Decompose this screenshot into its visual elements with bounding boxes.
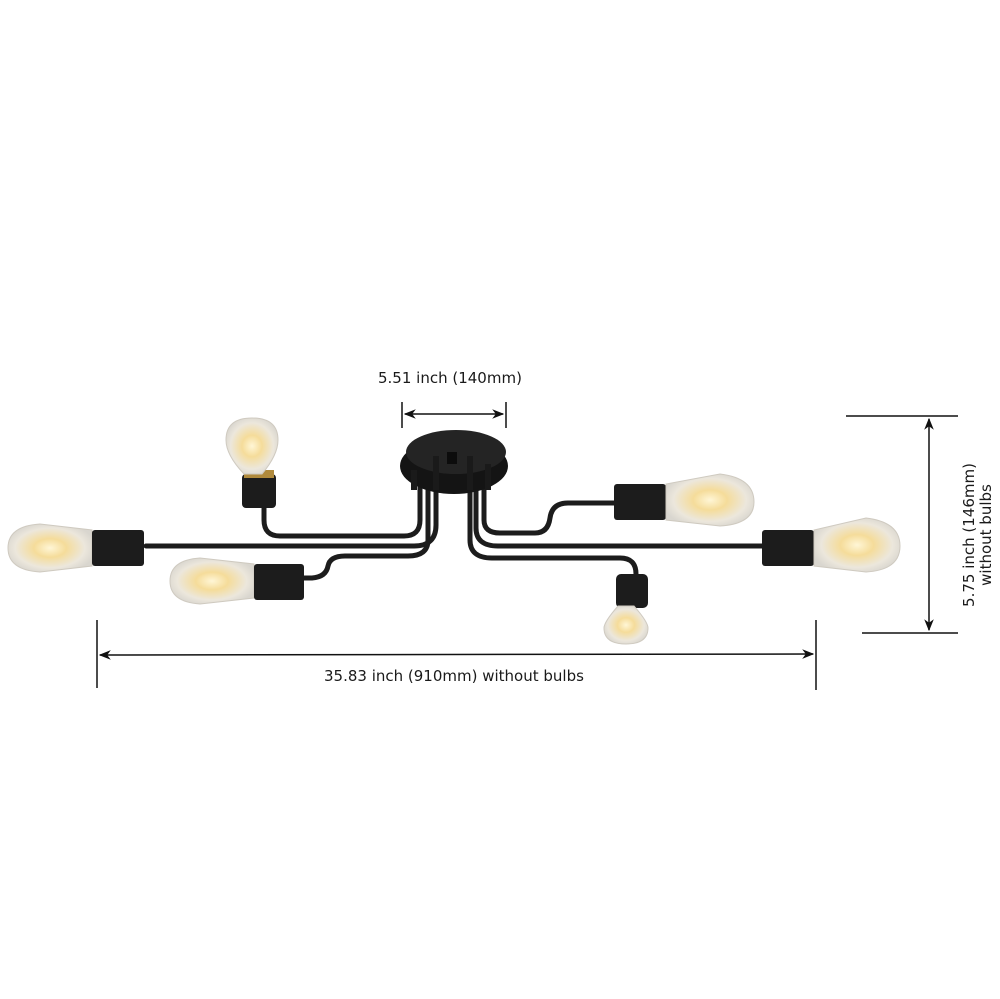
height-dimension-line: [846, 415, 958, 634]
bulb-lower-right: [603, 574, 649, 645]
canopy-dimension-line: [401, 402, 507, 428]
bulb-lower-left: [169, 557, 304, 605]
bulb-far-left: [7, 523, 144, 573]
bulb-upper-left: [225, 417, 279, 508]
bulb-upper-right: [614, 473, 755, 527]
length-dimension-line: [96, 620, 817, 690]
canopy-width-label: 5.51 inch (140mm): [378, 369, 522, 387]
fixture-arms: [143, 459, 765, 585]
height-label-line2: without bulbs: [977, 484, 995, 586]
bulb-far-right: [762, 517, 901, 573]
ceiling-canopy: [400, 430, 508, 494]
height-label: 5.75 inch (146mm) without bulbs: [960, 463, 995, 607]
height-label-line1: 5.75 inch (146mm): [960, 463, 978, 607]
overall-length-label: 35.83 inch (910mm) without bulbs: [324, 667, 584, 685]
